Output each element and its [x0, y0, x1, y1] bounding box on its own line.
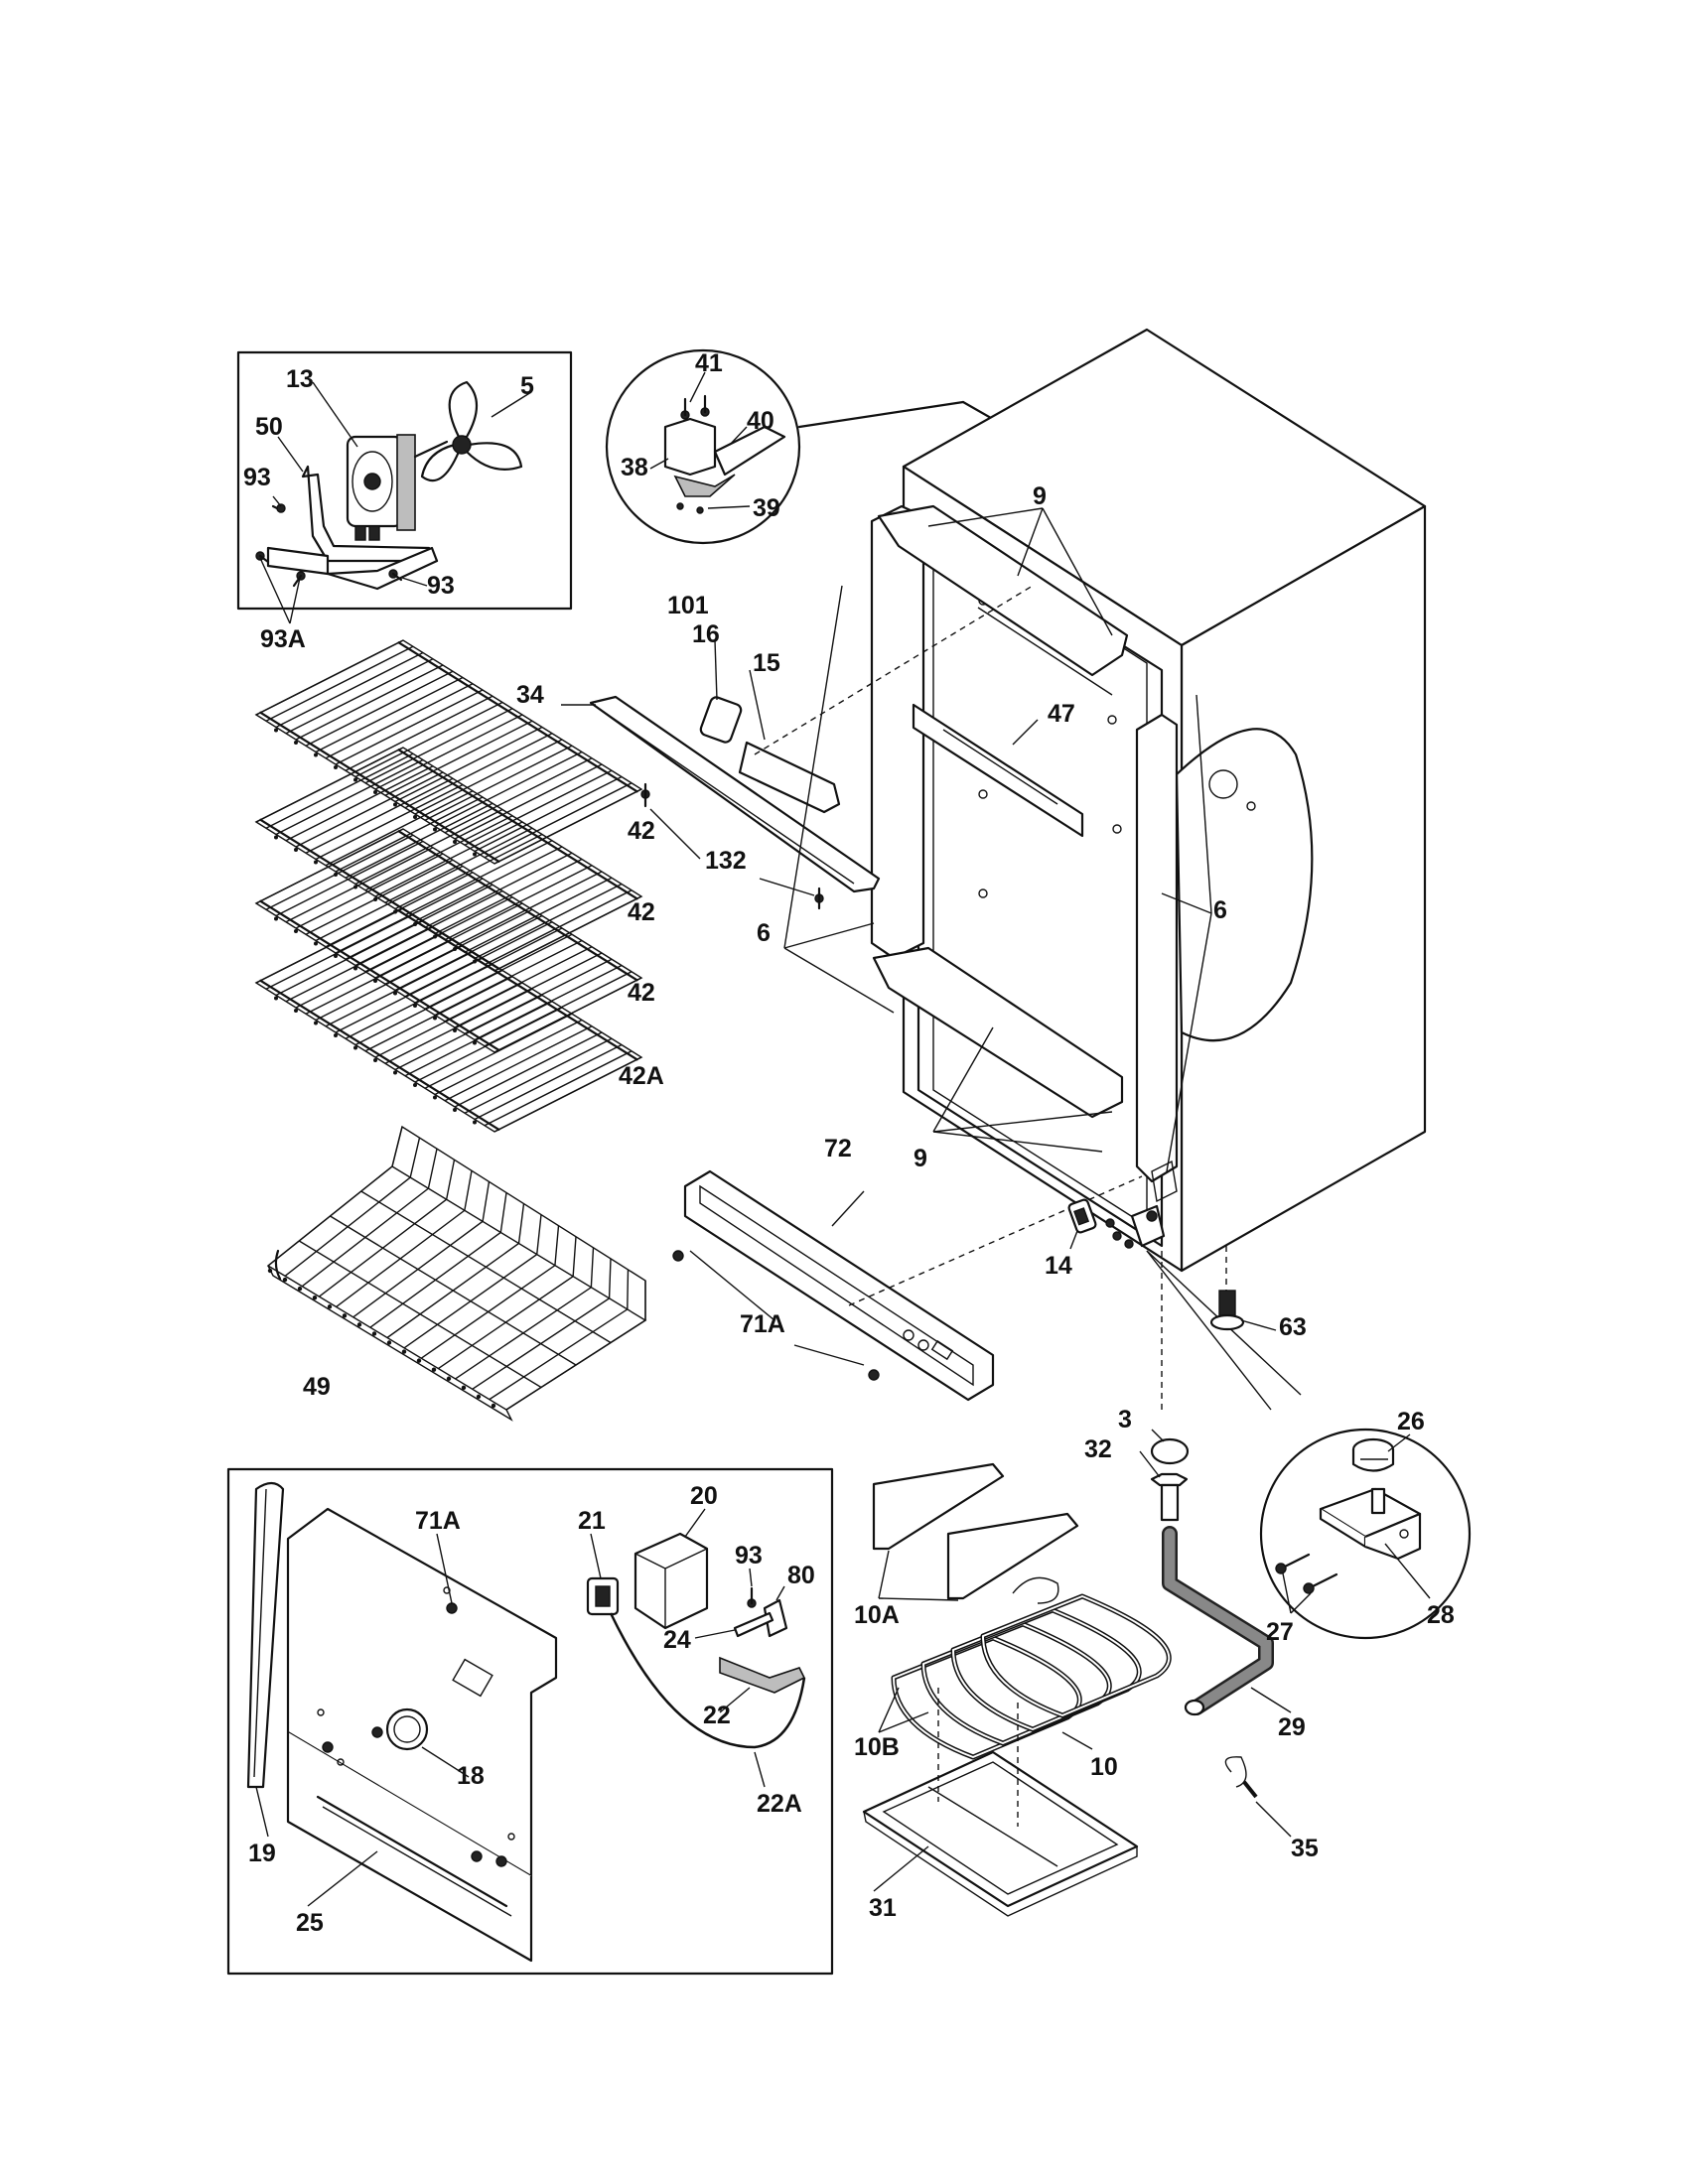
wire-shelf	[254, 639, 643, 865]
callout-49: 49	[303, 1373, 331, 1401]
wire-basket	[266, 1125, 647, 1422]
defrost-heater-assembly	[862, 1462, 1172, 1917]
callout-38: 38	[621, 454, 648, 481]
callout-72: 72	[824, 1135, 852, 1162]
screw-icon	[255, 503, 403, 588]
callout-80: 80	[787, 1562, 815, 1589]
callout-132: 132	[705, 847, 747, 875]
callout-29: 29	[1278, 1713, 1306, 1741]
freezer-cabinet	[870, 328, 1427, 1273]
toe-grille	[672, 1169, 1143, 1402]
callout-25: 25	[296, 1909, 324, 1937]
callout-50: 50	[255, 413, 283, 441]
callout-20: 20	[690, 1482, 718, 1510]
callout-42: 42	[628, 979, 655, 1007]
callout-93: 93	[427, 572, 455, 600]
lower-hinge-small	[1105, 1204, 1302, 1411]
door-gasket-bottom	[872, 946, 1124, 1119]
callout-31: 31	[869, 1894, 897, 1922]
callout-22a: 22A	[757, 1790, 802, 1818]
door-gasket-top	[877, 504, 1129, 677]
heater-bracket	[872, 1462, 1005, 1551]
callout-10a: 10A	[854, 1601, 900, 1629]
callout-21: 21	[578, 1507, 606, 1535]
callout-16: 16	[692, 620, 720, 648]
fan-blade	[420, 380, 523, 482]
callout-71a: 71A	[740, 1310, 785, 1338]
evaporator-cover	[286, 1507, 558, 1878]
lower-hinge-detail	[1259, 1428, 1472, 1640]
screw-icon	[1275, 1553, 1338, 1594]
callout-3: 3	[1118, 1406, 1132, 1433]
door-gasket-left	[870, 504, 925, 960]
gasket-strip	[246, 1481, 285, 1789]
light-assembly	[561, 585, 1034, 910]
thermostat-knob	[385, 1707, 429, 1751]
heater-bracket	[946, 1512, 1079, 1600]
callout-93: 93	[735, 1542, 763, 1570]
callout-5: 5	[520, 372, 534, 400]
callout-18: 18	[457, 1762, 485, 1790]
drain-plug	[1150, 1437, 1190, 1465]
door-switch	[1067, 1198, 1097, 1250]
callout-71a: 71A	[415, 1507, 461, 1535]
callout-42a: 42A	[619, 1062, 664, 1090]
fan-motor-inset	[236, 350, 573, 624]
callout-9: 9	[914, 1145, 927, 1172]
callout-41: 41	[695, 349, 723, 377]
door-gasket-right	[1135, 713, 1179, 1183]
wire-shelf	[254, 907, 643, 1133]
wire-shelf	[254, 747, 643, 972]
callout-28: 28	[1427, 1601, 1455, 1629]
callout-93a: 93A	[260, 625, 306, 653]
callout-6: 6	[757, 919, 771, 947]
leveling-leg	[1209, 1246, 1277, 1331]
callout-19: 19	[248, 1840, 276, 1867]
thermostat-cover	[589, 695, 881, 893]
callout-34: 34	[516, 681, 544, 709]
light-bulb	[738, 741, 841, 814]
callout-35: 35	[1291, 1835, 1319, 1862]
callout-10b: 10B	[854, 1733, 900, 1761]
callout-24: 24	[663, 1626, 691, 1654]
light-socket	[699, 696, 743, 744]
callout-13: 13	[286, 365, 314, 393]
callout-40: 40	[747, 407, 774, 435]
wire-shelves	[254, 639, 643, 1133]
callout-39: 39	[753, 494, 780, 522]
callout-42: 42	[628, 898, 655, 926]
callout-26: 26	[1397, 1408, 1425, 1435]
callout-63: 63	[1279, 1313, 1307, 1341]
callout-27: 27	[1266, 1618, 1294, 1646]
callout-93: 93	[243, 464, 271, 491]
timer-cover	[633, 1532, 709, 1630]
callout-9: 9	[1033, 482, 1047, 510]
callout-101: 101	[667, 592, 709, 619]
drain-assembly	[1139, 1429, 1292, 1838]
callout-22: 22	[703, 1702, 731, 1729]
defrost-terminator	[719, 1656, 806, 1694]
fan-motor	[346, 434, 449, 541]
callout-42: 42	[628, 817, 655, 845]
callout-14: 14	[1045, 1252, 1072, 1280]
drain-fitting	[1150, 1472, 1189, 1487]
callout-10: 10	[1090, 1753, 1118, 1781]
callout-15: 15	[753, 649, 780, 677]
callout-32: 32	[1084, 1435, 1112, 1463]
callout-6: 6	[1213, 896, 1227, 924]
callout-47: 47	[1048, 700, 1075, 728]
evaporator-cover-inset	[226, 1467, 834, 1976]
